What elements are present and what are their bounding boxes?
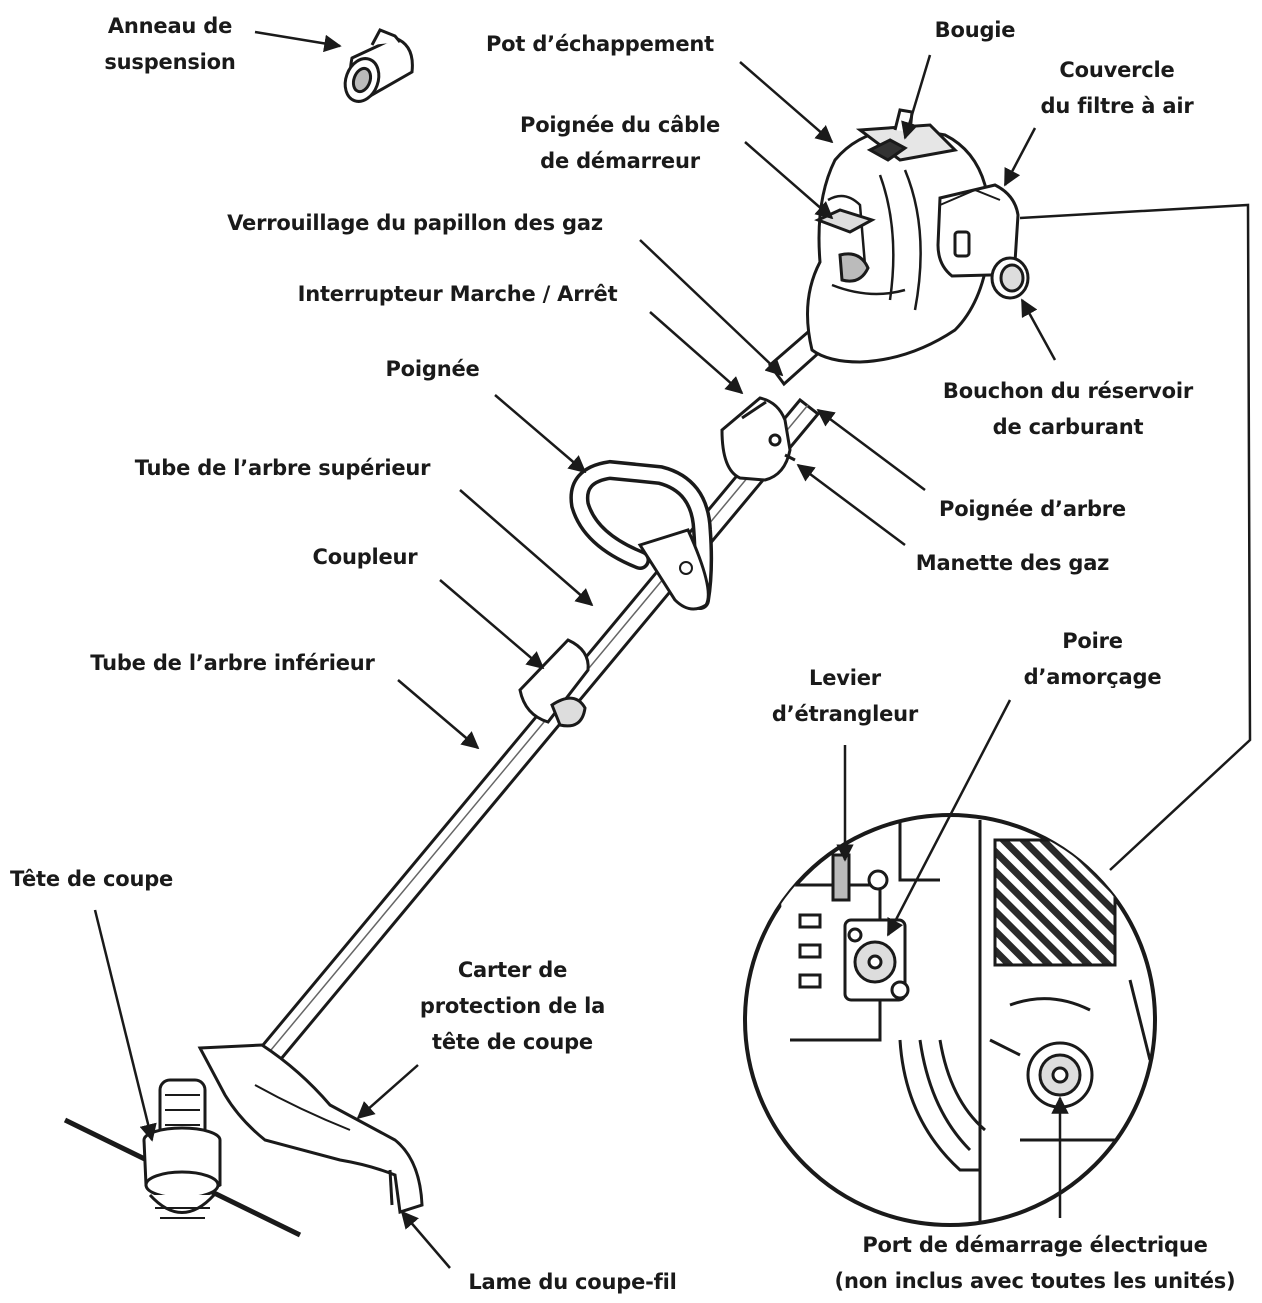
label-line: Anneau de (107, 14, 233, 38)
label-line: de carburant (992, 415, 1144, 439)
label-interrupteur: Interrupteur Marche / Arrêt (270, 276, 645, 312)
label-line: suspension (104, 50, 236, 74)
loop-handle-drawing (569, 459, 714, 611)
label-line: Poignée du câble (520, 113, 720, 137)
label-lame-coupe-fil: Lame du coupe-fil (445, 1264, 700, 1300)
label-couvercle-filtre-air: Couvercle du filtre à air (1022, 52, 1212, 124)
arrow-couvercle (1003, 127, 1037, 187)
label-carter-protection: Carter de protection de la tête de coupe (400, 952, 625, 1060)
arrow-verrouillage (639, 239, 784, 377)
arrow-tube-sup (459, 489, 594, 607)
label-line: Tube de l’arbre supérieur (134, 456, 431, 480)
label-line: tête de coupe (432, 1030, 593, 1054)
arrow-interrupteur (649, 311, 744, 395)
arrow-poignee-arbre (816, 408, 926, 492)
label-line: Manette des gaz (915, 551, 1110, 575)
leader-arrows (93, 30, 1069, 1269)
arrow-tete (93, 909, 157, 1142)
hanger-ring-drawing (343, 28, 414, 103)
label-line: Tube de l’arbre inférieur (90, 651, 375, 675)
label-line: d’amorçage (1023, 665, 1162, 689)
label-line: Bouchon du réservoir (942, 379, 1194, 403)
arrow-pot (739, 61, 834, 144)
label-tube-arbre-inferieur: Tube de l’arbre inférieur (65, 645, 400, 681)
arrow-tube-inf (397, 679, 480, 750)
label-manette-des-gaz: Manette des gaz (895, 545, 1130, 581)
label-line: Port de démarrage électrique (862, 1233, 1208, 1257)
label-line: Couvercle (1059, 58, 1175, 82)
label-bougie: Bougie (920, 12, 1030, 48)
arrow-bouchon (1020, 298, 1057, 361)
label-line: (non inclus avec toutes les unités) (834, 1269, 1236, 1293)
label-line: Levier (809, 666, 881, 690)
label-poire-amorcage: Poire d’amorçage (1005, 623, 1180, 695)
label-line: Tête de coupe (10, 867, 174, 891)
shaft-handle-drawing (720, 329, 825, 482)
label-line: Poignée d’arbre (939, 497, 1126, 521)
label-verrouillage-papillon: Verrouillage du papillon des gaz (195, 205, 635, 241)
arrow-bougie (901, 54, 932, 140)
label-line: du filtre à air (1040, 94, 1194, 118)
label-line: Interrupteur Marche / Arrêt (297, 282, 618, 306)
label-port-demarrage: Port de démarrage électrique (non inclus … (815, 1227, 1255, 1299)
label-line: Poignée (385, 357, 480, 381)
cutting-head-drawing (63, 1043, 424, 1238)
arrow-carter (356, 1064, 419, 1120)
label-poignee: Poignée (365, 351, 500, 387)
label-line: Pot d’échappement (485, 32, 714, 56)
coupler-drawing (518, 638, 590, 728)
arrow-manette (796, 463, 906, 547)
arrow-lame (400, 1210, 451, 1269)
label-line: de démarreur (540, 149, 700, 173)
label-tete-de-coupe: Tête de coupe (10, 861, 210, 897)
label-levier-etrangleur: Levier d’étrangleur (755, 660, 935, 732)
label-line: Poire (1062, 629, 1123, 653)
arrow-poignee-cable (744, 141, 834, 220)
label-anneau-de-suspension: Anneau de suspension (92, 8, 248, 80)
arrow-poignee (494, 394, 587, 474)
label-line: Coupleur (312, 545, 418, 569)
label-line: Carter de (457, 958, 568, 982)
arrow-coupleur (439, 579, 545, 670)
engine-drawing (806, 108, 1030, 364)
label-line: protection de la (419, 994, 606, 1018)
label-pot-echappement: Pot d’échappement (465, 26, 735, 62)
label-line: d’étrangleur (771, 702, 919, 726)
arrow-poire (886, 699, 1012, 937)
label-bouchon-reservoir: Bouchon du réservoir de carburant (918, 373, 1218, 445)
label-line: Bougie (934, 18, 1016, 42)
inset-detail-drawing (743, 203, 1252, 1227)
label-tube-arbre-superieur: Tube de l’arbre supérieur (110, 450, 455, 486)
arrow-anneau (254, 30, 342, 53)
label-poignee-arbre: Poignée d’arbre (915, 491, 1150, 527)
label-coupleur: Coupleur (295, 539, 435, 575)
label-line: Lame du coupe-fil (468, 1270, 677, 1294)
label-poignee-cable-demarreur: Poignée du câble de démarreur (500, 107, 740, 179)
label-line: Verrouillage du papillon des gaz (227, 211, 603, 235)
